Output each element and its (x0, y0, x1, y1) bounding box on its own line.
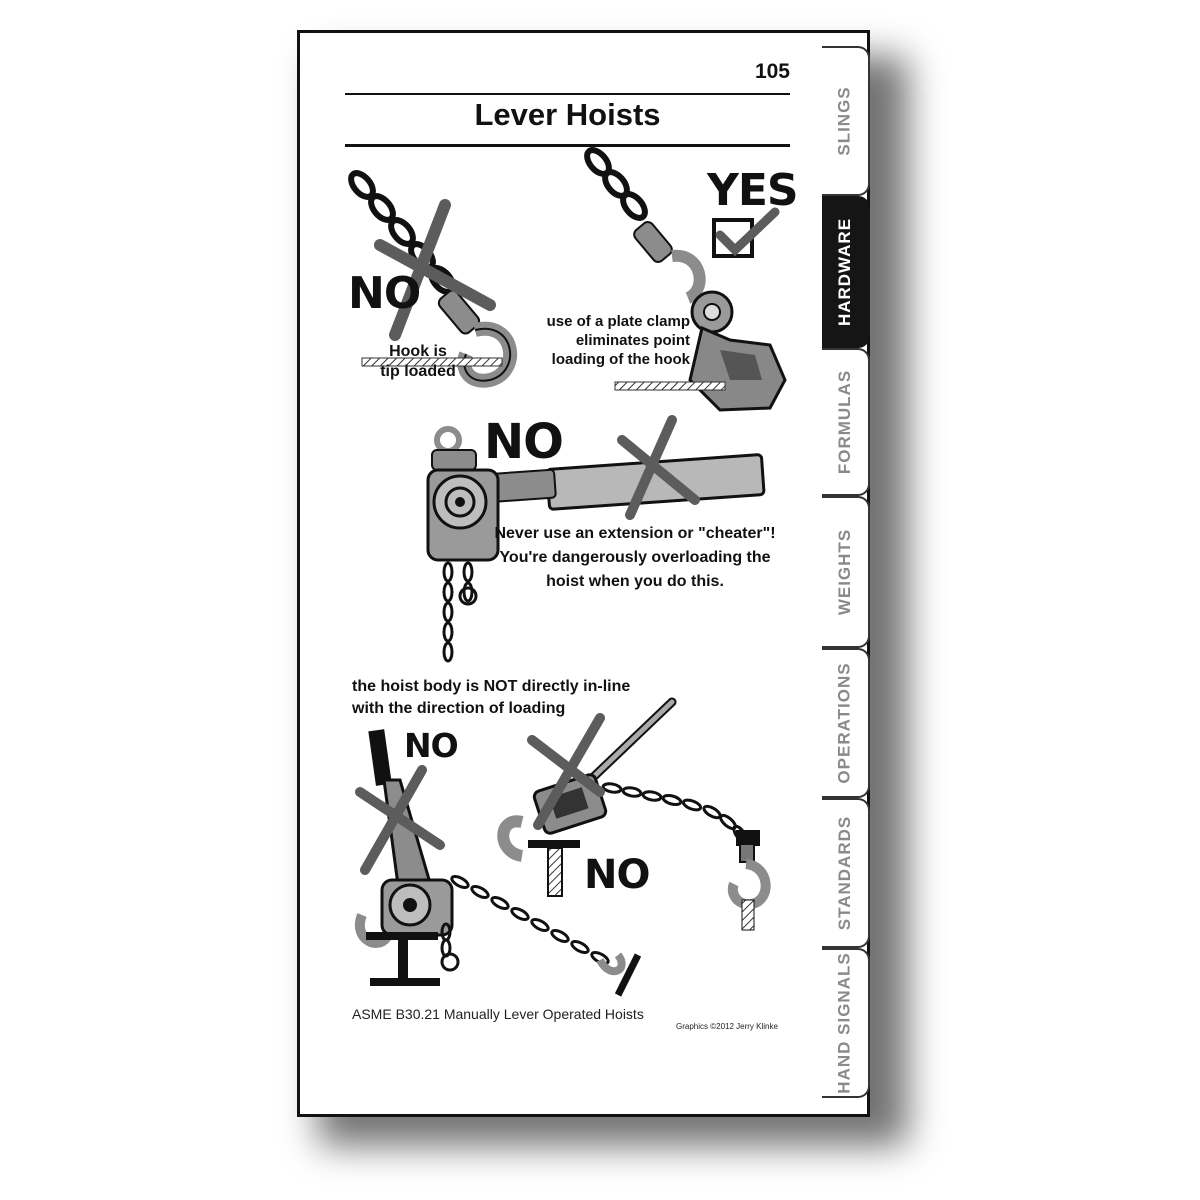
standard-reference: ASME B30.21 Manually Lever Operated Hois… (352, 1006, 644, 1022)
tab-label: STANDARDS (835, 815, 854, 931)
plate-clamp-caption: use of a plate clamp eliminates point lo… (540, 313, 690, 369)
caption-line: Never use an extension or "cheater"! (494, 525, 776, 542)
tip-loaded-hook-drawing (348, 170, 518, 388)
page-title: Lever Hoists (474, 97, 661, 132)
tab-slings[interactable]: SLINGS (822, 46, 870, 196)
tab-label: SLINGS (835, 86, 855, 156)
tab-standards[interactable]: STANDARDS (822, 798, 870, 948)
tab-label: HAND SIGNALS (835, 952, 854, 1094)
caption-line: with the direction of loading (352, 700, 566, 718)
caption-line: the hoist body is NOT directly in-line (352, 678, 631, 695)
graphics-credit: Graphics ©2012 Jerry Klinke (676, 1022, 778, 1031)
caption-line: You're dangerously overloading the (499, 549, 771, 566)
caption-line: tip loaded (380, 363, 456, 380)
tab-weights[interactable]: WEIGHTS (822, 496, 870, 648)
verdict-no-tip: NO (348, 268, 421, 319)
tab-label: WEIGHTS (835, 528, 854, 616)
caption-line: hoist when you do this. (546, 573, 724, 590)
tab-formulas[interactable]: FORMULAS (822, 348, 870, 496)
cheater-pipe-drawing (426, 415, 766, 663)
caption-line: use of a plate clamp (546, 313, 690, 330)
title-rule (345, 144, 790, 147)
off-angle-hoist-drawing (355, 729, 642, 997)
tip-loaded-caption: Hook is tip loaded (378, 342, 458, 382)
tab-label: FORMULAS (835, 369, 855, 475)
page-number: 105 (754, 60, 790, 83)
verdict-no-cheater: NO (484, 414, 564, 470)
cheater-caption: Never use an extension or "cheater"! You… (490, 522, 780, 594)
inline-caption: the hoist body is NOT directly in-line w… (352, 676, 642, 721)
tab-operations[interactable]: OPERATIONS (822, 648, 870, 798)
top-rule (345, 93, 790, 95)
flange-hook-hoist-drawing (497, 697, 771, 931)
caption-line: loading of the hook (551, 350, 690, 368)
check-icon (712, 207, 780, 258)
verdict-no-inline-left: NO (404, 726, 459, 765)
caption-line: Hook is (389, 343, 447, 360)
tab-label: HARDWARE (835, 217, 855, 327)
tab-hardware[interactable]: HARDWARE (822, 196, 870, 348)
verdict-no-inline-right: NO (584, 852, 650, 898)
lever-hoist-illustrations (348, 147, 787, 997)
tab-hand-signals[interactable]: HAND SIGNALS (822, 948, 870, 1098)
tab-label: OPERATIONS (835, 662, 855, 784)
caption-line: eliminates point (575, 331, 690, 349)
verdict-yes-clamp: YES (707, 165, 799, 216)
plate-clamp-drawing (584, 147, 787, 412)
